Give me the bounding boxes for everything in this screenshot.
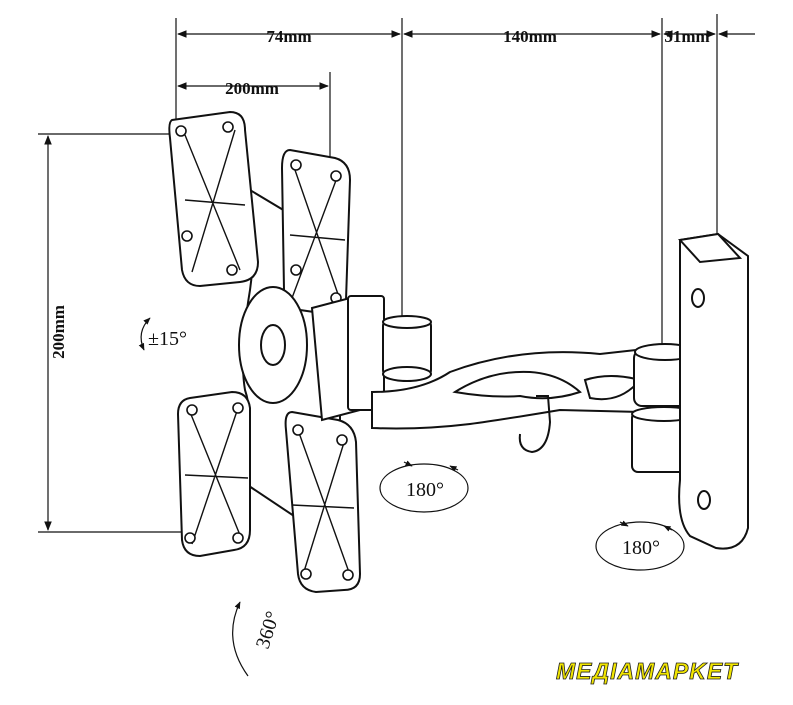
vesa-bolt-holes xyxy=(175,121,354,581)
dim-top-middle-label: 140mm xyxy=(503,27,557,46)
rotation-indicators xyxy=(138,317,685,677)
dim-top-right-label: 31mm xyxy=(664,27,709,46)
dim-side-label: 200mm xyxy=(49,305,68,359)
tilt-label: ±15° xyxy=(148,328,187,350)
dim-top-left-label: 74mm xyxy=(266,27,311,46)
vesa-lattice xyxy=(184,129,355,579)
plate-rotation-label: 360° xyxy=(252,609,285,652)
swivel-arm xyxy=(310,295,703,473)
dim-inner-top-label: 200mm xyxy=(225,79,279,98)
wall-swivel-label: 180° xyxy=(622,537,660,559)
dimension-lines xyxy=(38,14,755,533)
arm-swivel-label: 180° xyxy=(406,479,444,501)
wall-plate xyxy=(678,232,749,550)
brand-logo: MEДIAMAPKET xyxy=(556,658,739,684)
